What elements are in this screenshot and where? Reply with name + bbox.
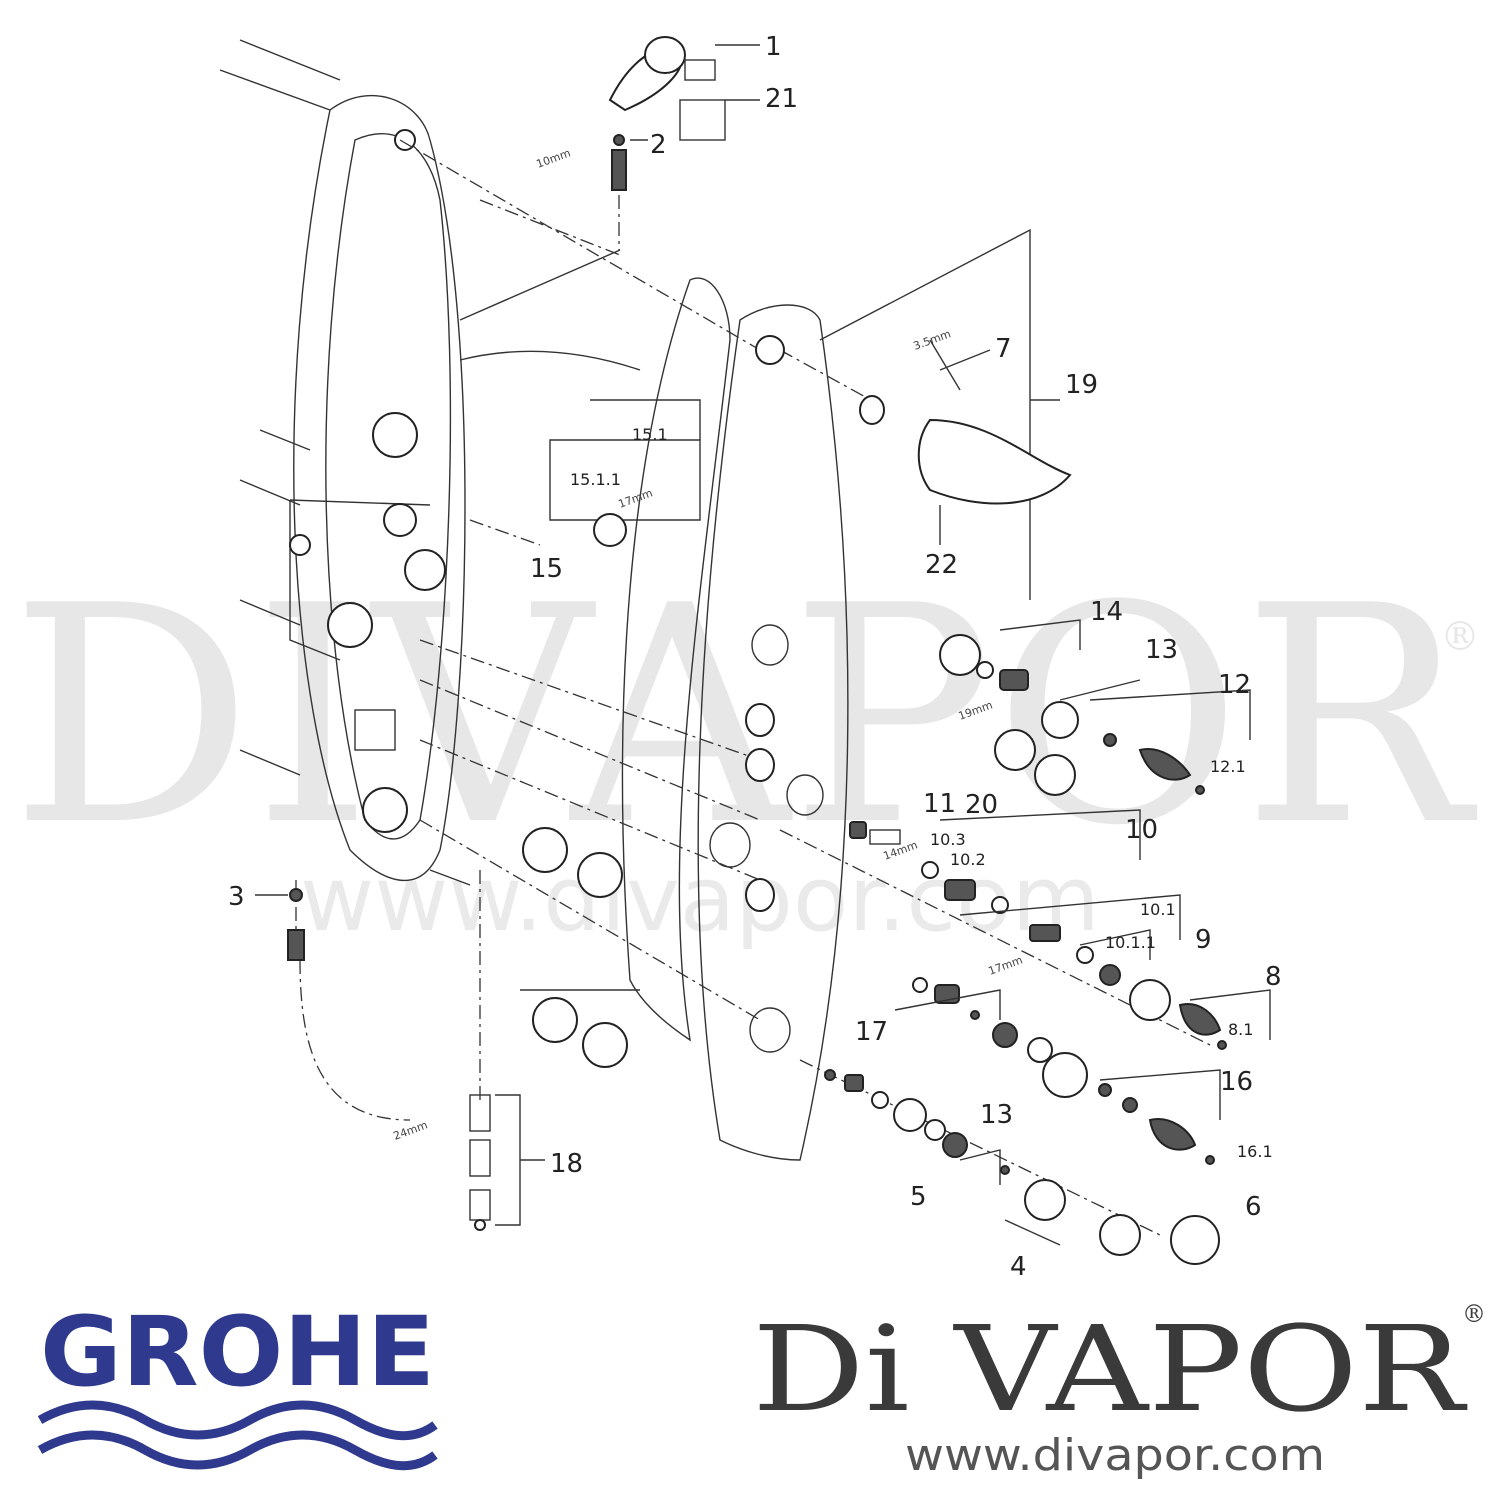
spray-disc-icon — [679, 99, 726, 141]
watermark-text: DIVAPOR — [10, 542, 1479, 891]
divapor-logo: Di VAPOR ® www.divapor.com — [752, 1300, 1486, 1481]
hose-connector-icon — [287, 929, 305, 961]
spray-insert-icon — [684, 59, 716, 81]
control-parts — [520, 619, 1271, 1265]
valve-lower-icon — [362, 787, 408, 833]
part-label: 10 — [1125, 815, 1158, 845]
part-label: 7 — [995, 334, 1012, 364]
part-label: 16.1 — [1237, 1142, 1273, 1161]
grohe-logo: GROHE — [37, 1296, 438, 1471]
part-label: 13 — [1145, 635, 1178, 665]
part-label: 5 — [910, 1182, 927, 1212]
hose-nut-icon — [611, 149, 627, 191]
part-label: 8.1 — [1228, 1020, 1253, 1039]
part-label: 21 — [765, 84, 798, 114]
divapor-logo-text: Di VAPOR — [752, 1300, 1468, 1438]
divapor-registered: ® — [1462, 1300, 1486, 1328]
part-label: 6 — [1245, 1192, 1262, 1222]
hose-assembly — [255, 888, 545, 1231]
part-label: 13 — [980, 1100, 1013, 1130]
svg-text:17mm: 17mm — [987, 953, 1025, 977]
part-label: 2 — [650, 130, 667, 160]
part-label: 1 — [765, 32, 782, 62]
svg-text:24mm: 24mm — [392, 1118, 430, 1142]
thermostat-cartridge-icon — [354, 709, 396, 751]
diverter-knob-icon — [593, 513, 627, 547]
part-label: 8 — [1265, 962, 1282, 992]
part-label: 20 — [965, 790, 998, 820]
part-label: 15 — [530, 554, 563, 584]
part-label: 12 — [1218, 670, 1251, 700]
part-label: 22 — [925, 550, 958, 580]
valve-right-icon — [404, 549, 446, 591]
part-label: 16 — [1220, 1067, 1253, 1097]
part-label: 11 — [923, 789, 956, 819]
watermark-registered: ® — [1440, 614, 1480, 660]
part-label: 14 — [1090, 597, 1123, 627]
wave-icon — [37, 1400, 438, 1441]
cover-plate-icon — [697, 304, 849, 1161]
divapor-url: www.divapor.com — [905, 1430, 1325, 1481]
valve-mid-icon — [383, 503, 417, 537]
part-label: 19 — [1065, 370, 1098, 400]
front-cover — [549, 277, 849, 1161]
part-label: 10.2 — [950, 850, 986, 869]
shelf-icon — [917, 418, 1072, 505]
handshower-assembly — [608, 36, 760, 250]
part-label: 15.1.1 — [570, 470, 621, 489]
grohe-logo-text: GROHE — [40, 1296, 435, 1408]
svg-text:10mm: 10mm — [535, 146, 573, 170]
part-label: 18 — [550, 1149, 583, 1179]
part-label: 10.1.1 — [1105, 933, 1156, 952]
svg-text:17mm: 17mm — [617, 486, 655, 510]
part-label: 12.1 — [1210, 757, 1246, 776]
part-label: 17 — [855, 1017, 888, 1047]
glass-panel-icon — [621, 277, 731, 1042]
svg-text:3.5mm: 3.5mm — [912, 327, 953, 353]
part-label: 9 — [1195, 925, 1212, 955]
part-label: 3 — [228, 882, 245, 912]
part-label: 4 — [1010, 1252, 1027, 1282]
part-labels: 1 2 3 4 5 6 7 8 8.1 9 10 10.1 10.1.1 10.… — [228, 32, 1282, 1282]
wave-icon — [37, 1430, 438, 1471]
valve-upper-icon — [372, 412, 418, 458]
valve-left-icon — [327, 602, 373, 648]
shelf-assembly — [819, 228, 1072, 600]
part-label: 10.3 — [930, 830, 966, 849]
part-label: 10.1 — [1140, 900, 1176, 919]
part-label: 15.1 — [632, 425, 668, 444]
